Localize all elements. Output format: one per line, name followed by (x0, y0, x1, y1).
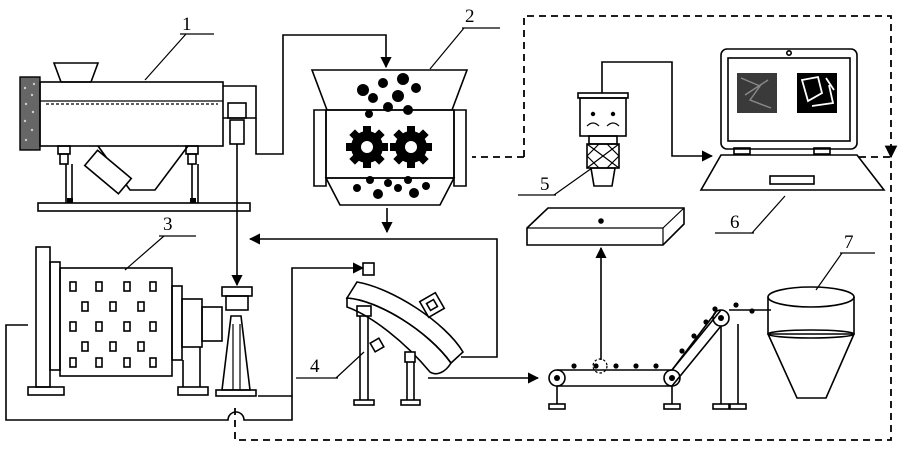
label-1: 1 (182, 14, 192, 35)
label-5: 5 (540, 174, 550, 195)
leader-line-3 (125, 236, 164, 270)
label-2: 2 (465, 6, 475, 27)
flow-camera-to-laptop (602, 62, 712, 156)
sample-plate (527, 208, 684, 245)
ball-mill (28, 247, 222, 395)
leader-line-2 (430, 28, 464, 69)
conveyor-belt (549, 302, 771, 409)
gear-icon (390, 126, 432, 168)
classifier (347, 263, 463, 405)
flow-classifier-return (250, 239, 497, 357)
crusher (312, 70, 467, 205)
hopper (768, 287, 854, 398)
label-7: 7 (844, 232, 854, 253)
label-6: 6 (730, 212, 740, 233)
label-3: 3 (163, 214, 173, 235)
gear-icon (346, 126, 388, 168)
label-4: 4 (310, 356, 320, 377)
leader-line-1 (145, 34, 186, 80)
laptop (701, 49, 884, 190)
flow-mill-to-pump (6, 325, 292, 420)
vibrating-screen (20, 63, 256, 211)
